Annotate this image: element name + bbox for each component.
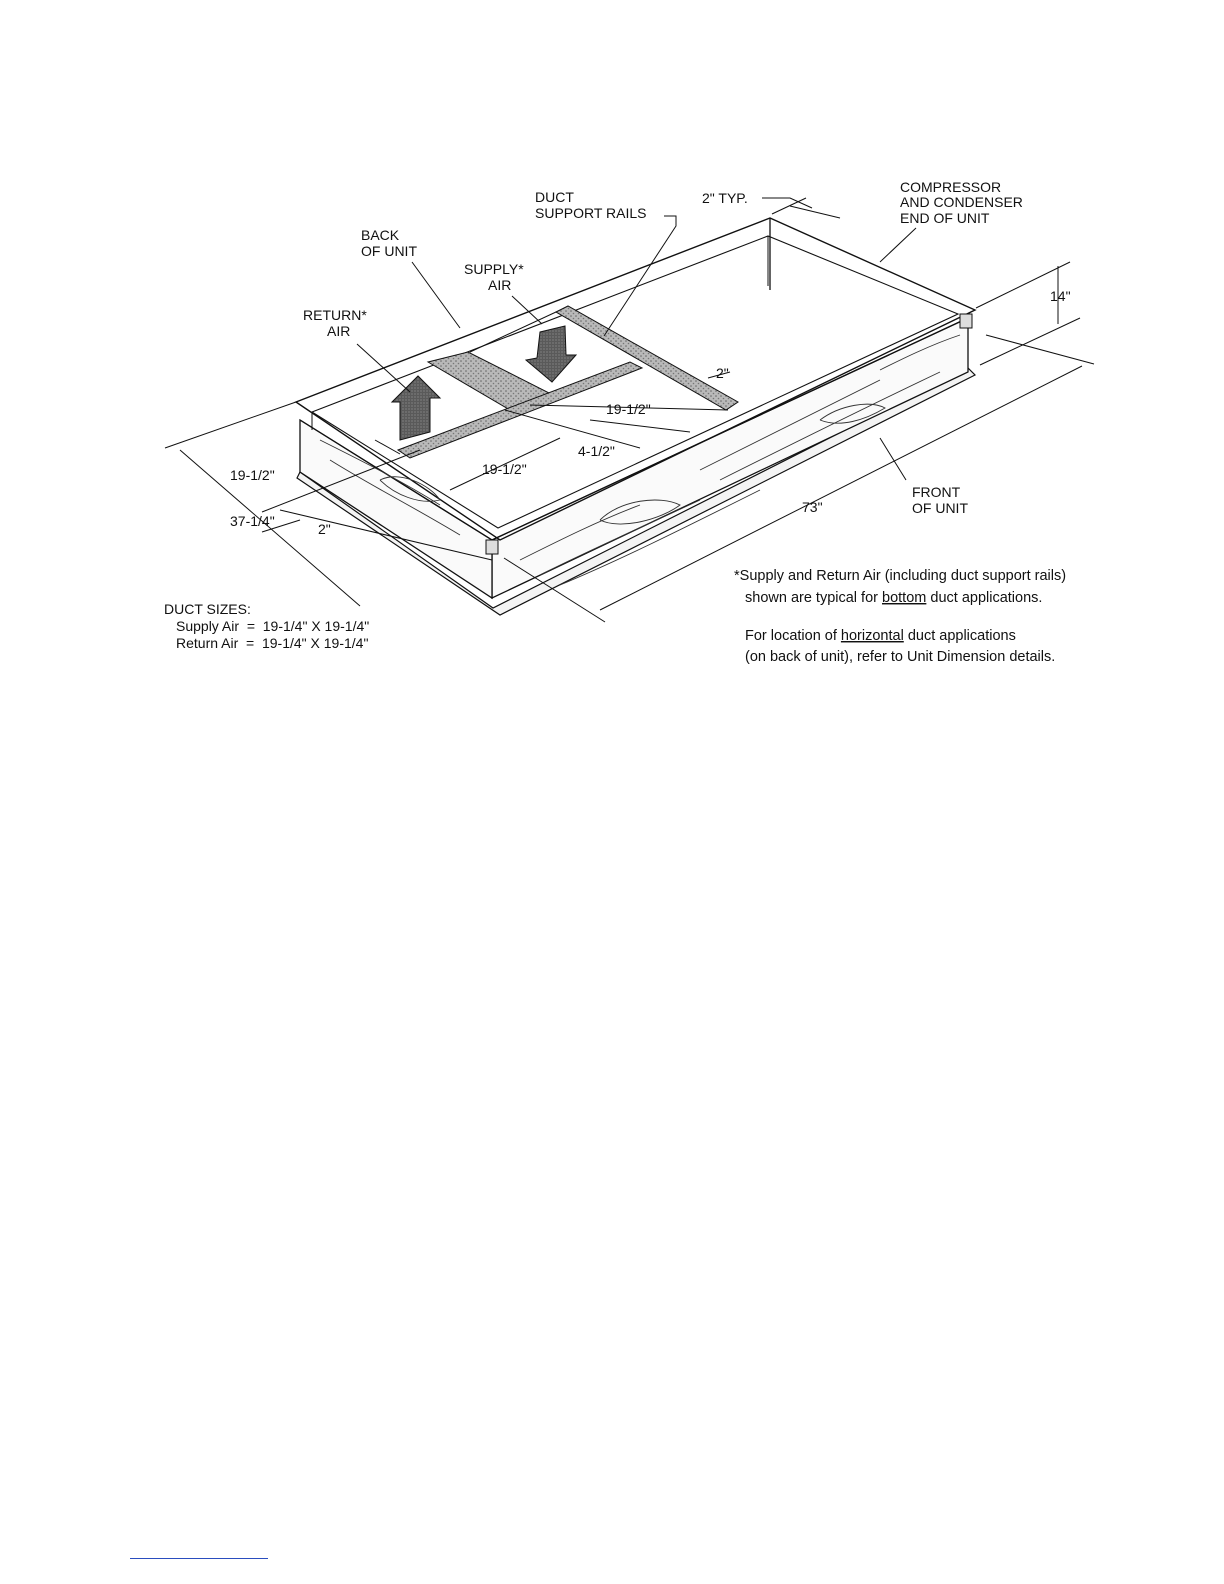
- left-end-wall: [299, 418, 493, 600]
- corner-block-right: [959, 313, 973, 329]
- back-of-unit-label-2: OF UNIT: [361, 243, 417, 259]
- inner-rim: [310, 235, 960, 529]
- back-of-unit-label-1: BACK: [361, 227, 400, 243]
- supply-width-dim-label: 19-1/2": [606, 401, 651, 417]
- supply-arrow: [524, 325, 578, 383]
- typ-dim-label: 2" TYP.: [702, 190, 748, 206]
- note-line-2-pre: shown are typical for: [745, 590, 882, 606]
- duct-rail-cross: [554, 305, 739, 411]
- front-of-unit-label-2: OF UNIT: [912, 500, 968, 516]
- compressor-end-label-1: COMPRESSOR: [900, 179, 1001, 195]
- footer-rule: [130, 1558, 268, 1559]
- curb-frame: [294, 217, 977, 616]
- duct-size-supply: Supply Air = 19-1/4" X 19-1/4": [176, 618, 369, 634]
- note-line-3-underlined: horizontal: [841, 628, 904, 644]
- duct-support-rails-label-2: SUPPORT RAILS: [535, 205, 647, 221]
- return-air-label-2: AIR: [327, 323, 350, 339]
- roof-curb-diagram: DUCT SUPPORT RAILS 2" TYP. COMPRESSOR AN…: [164, 179, 1095, 665]
- duct-sizes-heading: DUCT SIZES:: [164, 601, 251, 617]
- note-line-1: *Supply and Return Air (including duct s…: [734, 568, 1066, 584]
- compressor-end-label-2: AND CONDENSER: [900, 194, 1023, 210]
- return-air-label-1: RETURN*: [303, 307, 367, 323]
- length-dim-label: 73": [802, 499, 823, 515]
- top-rim: [294, 217, 977, 541]
- duct-support-rails-label-1: DUCT: [535, 189, 574, 205]
- leader-lines: [356, 197, 917, 481]
- dimension-lines: [164, 197, 1095, 623]
- supply-air-label-2: AIR: [488, 277, 511, 293]
- corner-block-front: [485, 539, 499, 555]
- note-line-2-underlined: bottom: [882, 590, 926, 606]
- return-width-dim-label: 19-1/2": [482, 461, 527, 477]
- note-line-4: (on back of unit), refer to Unit Dimensi…: [745, 649, 1055, 665]
- note-line-2-post: duct applications.: [926, 590, 1042, 606]
- note-line-3-post: duct applications: [904, 628, 1016, 644]
- depth-dim-label: 37-1/4": [230, 513, 275, 529]
- duct-support: [374, 305, 739, 459]
- compressor-end-label-3: END OF UNIT: [900, 210, 990, 226]
- gap-dim-label: 4-1/2": [578, 443, 615, 459]
- note-line-2: shown are typical for bottom duct applic…: [745, 590, 1042, 606]
- duct-size-return: Return Air = 19-1/4" X 19-1/4": [176, 635, 368, 651]
- height-dim-label: 14": [1050, 288, 1071, 304]
- side-opening-dim-label: 19-1/2": [230, 467, 275, 483]
- side-rail-dim-label: 2": [318, 521, 331, 537]
- supply-air-label-1: SUPPLY*: [464, 261, 524, 277]
- rail-width-dim-label: 2": [716, 365, 729, 381]
- note-line-3: For location of horizontal duct applicat…: [745, 628, 1016, 644]
- note-line-3-pre: For location of: [745, 628, 841, 644]
- front-of-unit-label-1: FRONT: [912, 484, 961, 500]
- return-arrow: [390, 375, 442, 441]
